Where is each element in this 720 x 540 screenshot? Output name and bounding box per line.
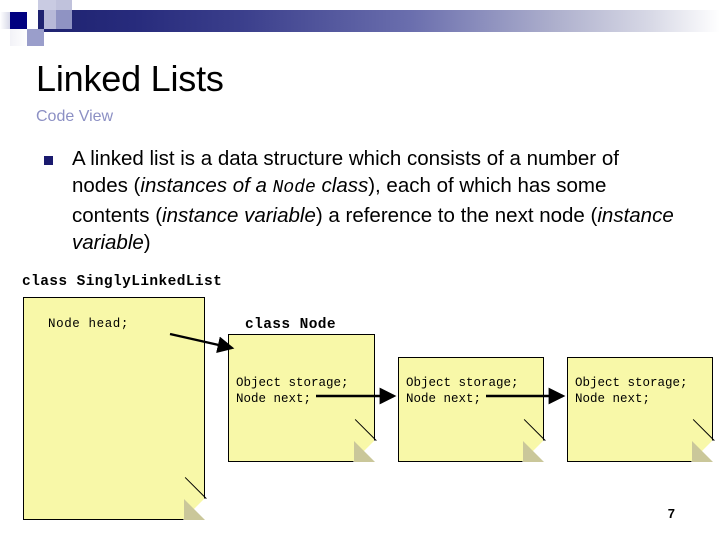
- note-code-head: Node head;: [48, 317, 130, 331]
- bullet-emph-instvar1: instance variable: [162, 204, 316, 227]
- bullet-text-part2: ), each of which has some contents (: [72, 174, 607, 227]
- deco-square-mid-violet: [56, 10, 72, 29]
- note-code-node-1: Object storage; Node next;: [236, 376, 349, 406]
- deco-square-navy: [10, 12, 27, 29]
- note-node-3: Object storage; Node next;: [567, 357, 715, 462]
- bullet-text-part1: A linked list is a data structure which …: [72, 147, 619, 197]
- bullet-paragraph: A linked list is a data structure which …: [72, 145, 676, 256]
- note-fold-corner: [354, 441, 375, 462]
- bullet-emph-class: class: [315, 174, 369, 197]
- note-fold-edge: [523, 419, 546, 441]
- deco-square-top-light: [38, 0, 56, 10]
- deco-square-top-light2: [56, 0, 72, 10]
- note-fold-corner: [523, 441, 544, 462]
- caption-class-singlylinkedlist: class SinglyLinkedList: [22, 274, 223, 290]
- bullet-item: A linked list is a data structure which …: [36, 145, 676, 256]
- header-gradient-bar: [38, 10, 720, 32]
- bullet-emph-instances: instances of a: [140, 174, 273, 197]
- note-singlylinkedlist: Node head;: [23, 297, 207, 520]
- note-fold-corner: [184, 499, 205, 520]
- bullet-mono-node: Node: [272, 178, 316, 198]
- deco-square-periwinkle: [27, 29, 44, 46]
- square-bullet-icon: [44, 156, 53, 165]
- caption-class-node: class Node: [245, 317, 337, 333]
- deco-square-pale: [10, 29, 27, 46]
- note-node-2: Object storage; Node next;: [398, 357, 546, 462]
- note-node-1: Object storage; Node next;: [228, 334, 377, 462]
- note-fold-corner: [692, 441, 713, 462]
- bullet-text-part3: ) a reference to the next node (: [315, 204, 598, 227]
- page-number: 7: [667, 506, 675, 521]
- note-code-node-2: Object storage; Node next;: [406, 376, 519, 406]
- note-fold-edge: [692, 419, 715, 441]
- note-fold-edge: [184, 477, 207, 499]
- bullet-emph-instvar2: instance variable: [72, 204, 674, 254]
- note-fold-edge: [354, 419, 377, 441]
- bullet-text-part4: ): [143, 231, 151, 254]
- note-code-node-3: Object storage; Node next;: [575, 376, 688, 406]
- deco-square-gradient-left: [0, 12, 10, 29]
- page-subtitle: Code View: [36, 108, 114, 125]
- page-title: Linked Lists: [36, 58, 224, 99]
- deco-square-mid-light: [44, 10, 56, 29]
